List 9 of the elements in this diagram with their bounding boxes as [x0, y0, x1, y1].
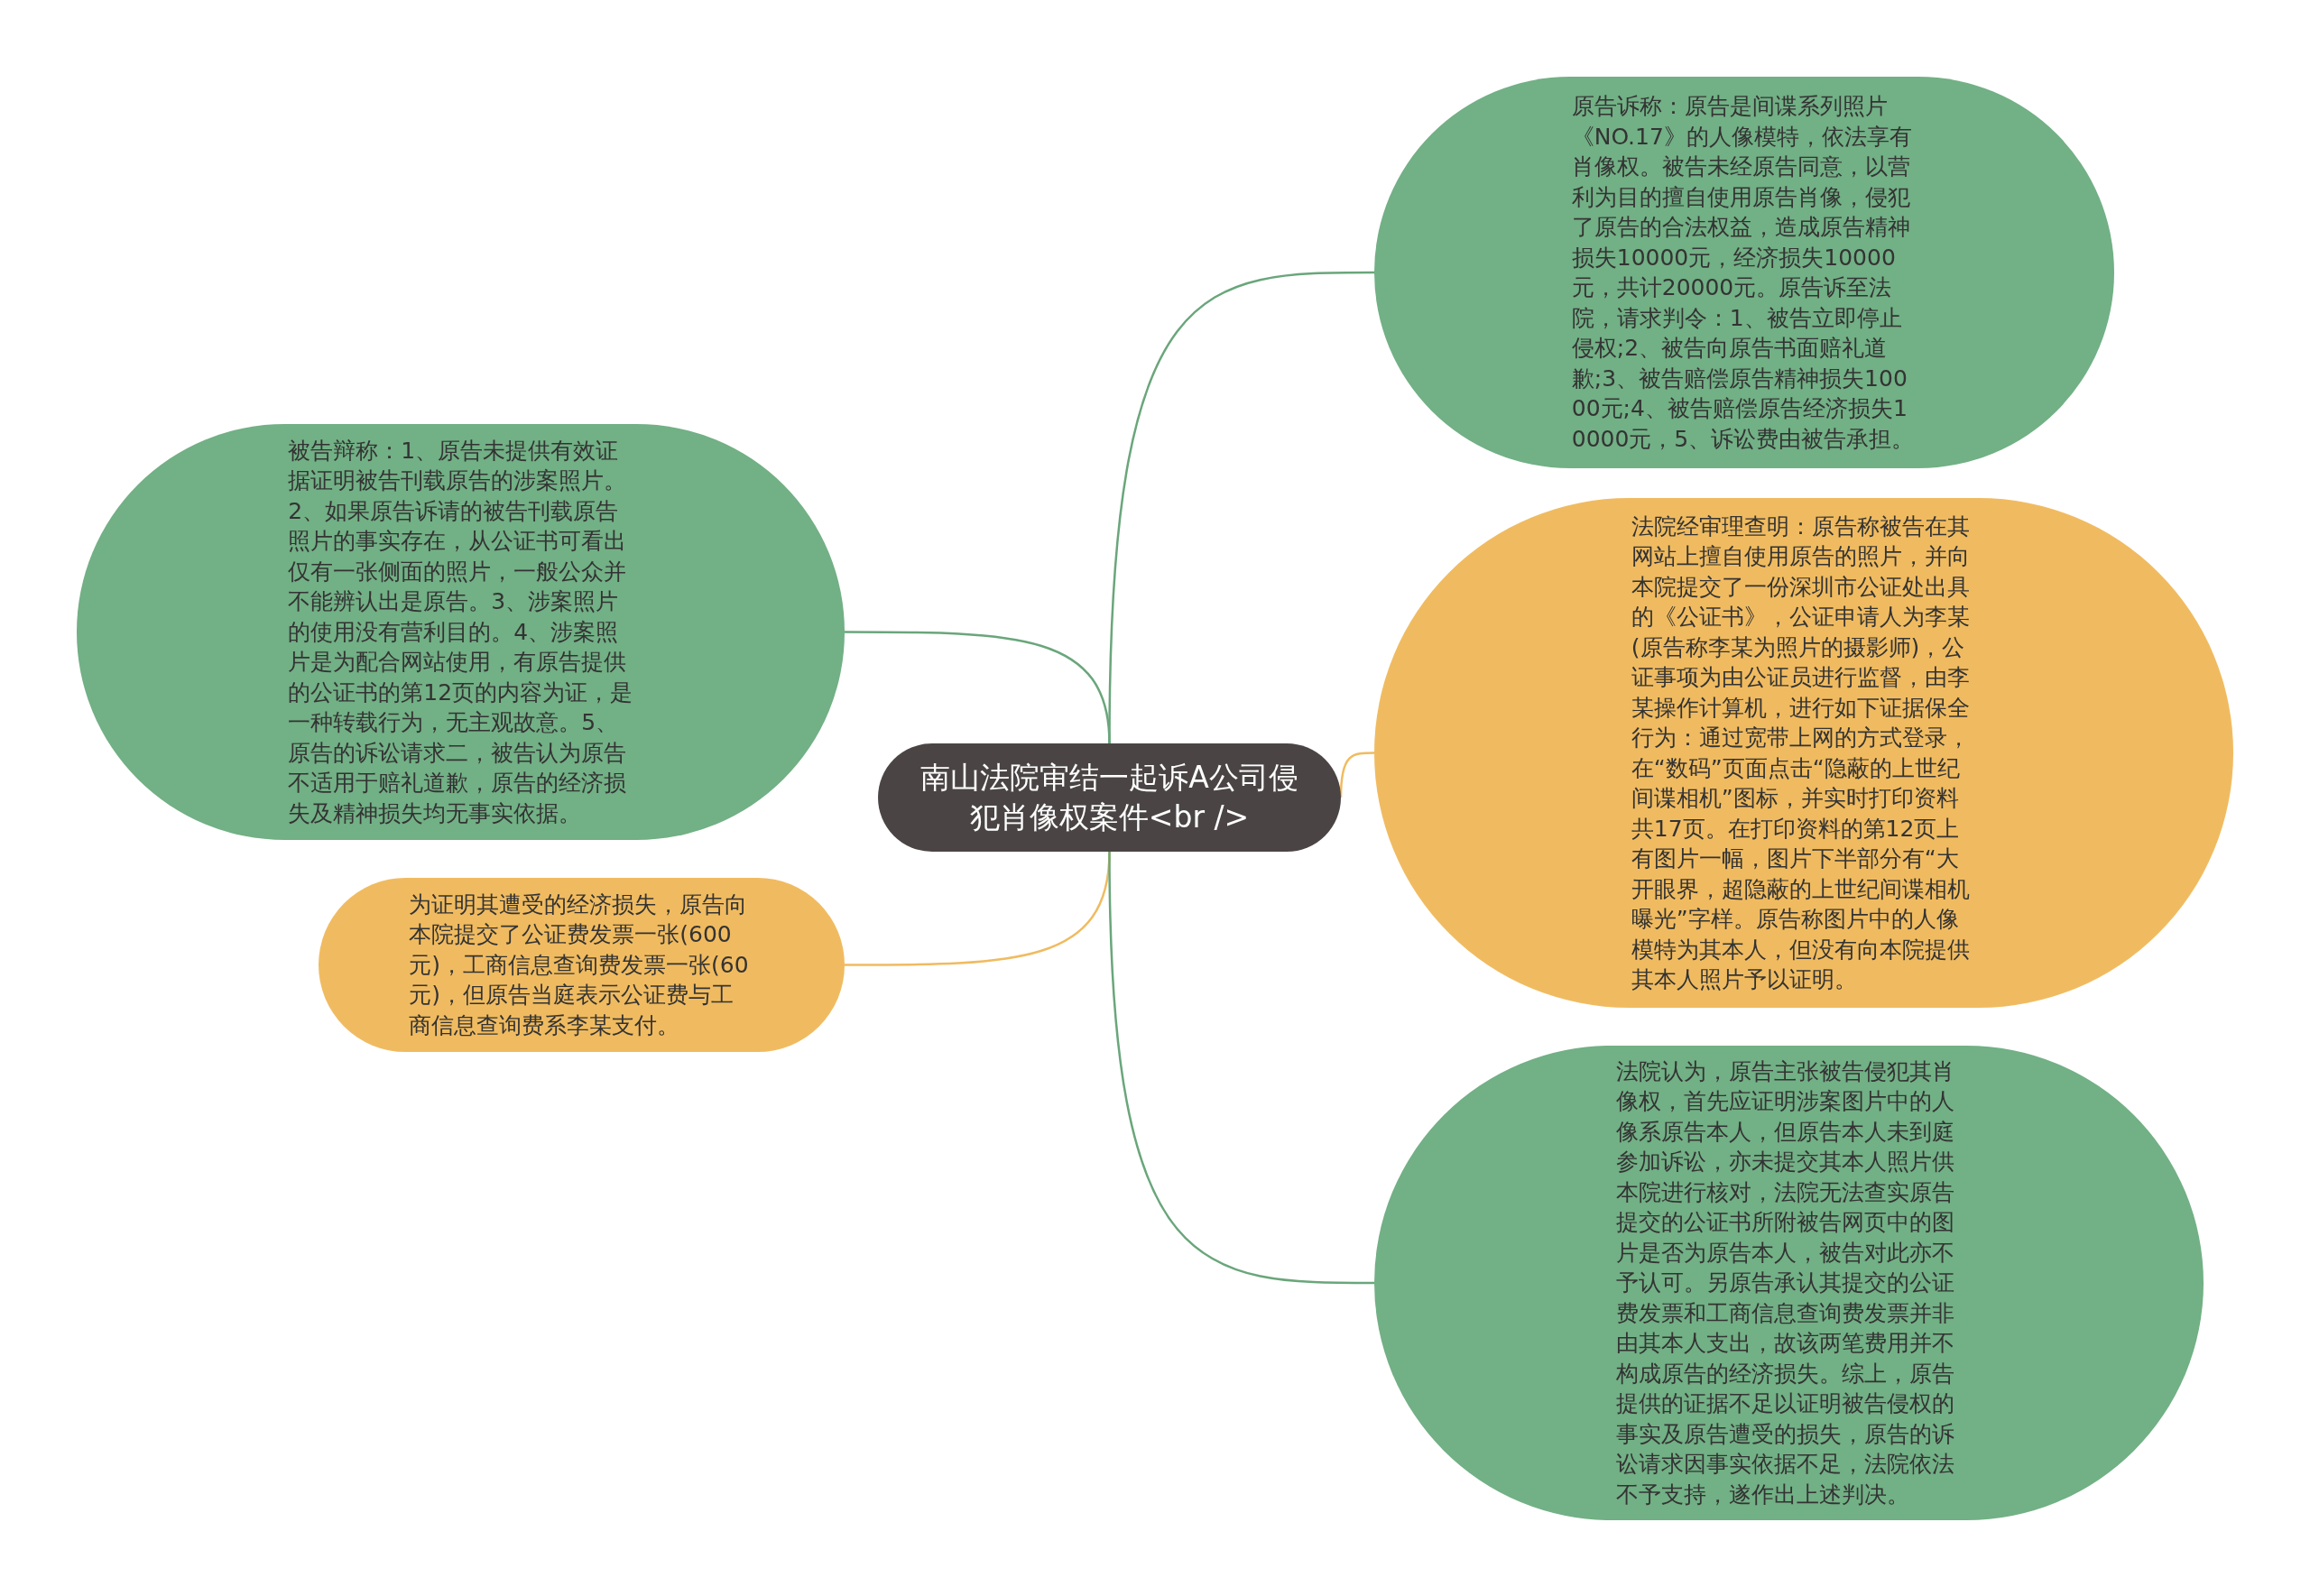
topic-bubble: 被告辩称：1、原告未提供有效证据证明被告刊载原告的涉案照片。2、如果原告诉请的被告刊载原告照片的事实存在，从公证书可看出仅有一张侧面的照片，一般公众并不能辨认出是原告。3、涉案照片的使用没有营利目的。4、涉案照片是为配合网站使用，有原告提供的公证书的第12页的内容为证，是一种转载行为，无主观故意。5、原告的诉讼请求二，被告认为原告不适用于赔礼道歉，原告的经济损失及精神损失均无事实依据。 — [77, 424, 845, 840]
topic-bubble: 法院经审理查明：原告称被告在其网站上擅自使用原告的照片，并向本院提交了一份深圳市公证处出具的《公证书》，公证申请人为李某(原告称李某为照片的摄影师)，公证事项为由公证员进行监督，由李某操作计算机，进行如下证据保全行为：通过宽带上网的方式登录，在“数码”页面点击“隐蔽的上世纪间谍相机”图标，并实时打印资料共17页。在打印资料的第12页上有图片一幅，图片下半部分有“大开眼界，超隐蔽的上世纪间谍相机曝光”字样。原告称图片中的人像模特为其本人，但没有向本院提供其本人照片予以证明。 — [1374, 498, 2233, 1008]
connector-line — [1108, 851, 1374, 1285]
topic-bubble: 法院认为，原告主张被告侵犯其肖像权，首先应证明涉案图片中的人像系原告本人，但原告本人未到庭参加诉讼，亦未提交其本人照片供本院进行核对，法院无法查实原告提交的公证书所附被告网页中的图片是否为原告本人，被告对此亦不予认可。另原告承认其提交的公证费发票和工商信息查询费发票并非由其本人支出，故该两笔费用并不构成原告的经济损失。综上，原告提供的证据不足以证明被告侵权的事实及原告遭受的损失，原告的诉讼请求因事实依据不足，法院依法不予支持，遂作出上述判决。 — [1374, 1046, 2204, 1520]
central-topic: 南山法院审结一起诉A公司侵犯肖像权案件<br /> — [878, 743, 1341, 852]
topic-bubble: 原告诉称：原告是间谍系列照片《NO.17》的人像模特，依法享有肖像权。被告未经原告同意，以营利为目的擅自使用原告肖像，侵犯了原告的合法权益，造成原告精神损失10000元，经济损失10000元，共计20000元。原告诉至法院，请求判令：1、被告立即停止侵权;2、被告向原告书面赔礼道歉;3、被告赔偿原告精神损失10000元;4、被告赔偿原告经济损失10000元，5、诉讼费由被告承担。 — [1374, 77, 2114, 468]
topic-bubble: 为证明其遭受的经济损失，原告向本院提交了公证费发票一张(600元)，工商信息查询费发票一张(60元)，但原告当庭表示公证费与工商信息查询费系李某支付。 — [319, 878, 845, 1052]
connector-line — [1339, 752, 1374, 798]
connector-line — [845, 631, 1111, 744]
